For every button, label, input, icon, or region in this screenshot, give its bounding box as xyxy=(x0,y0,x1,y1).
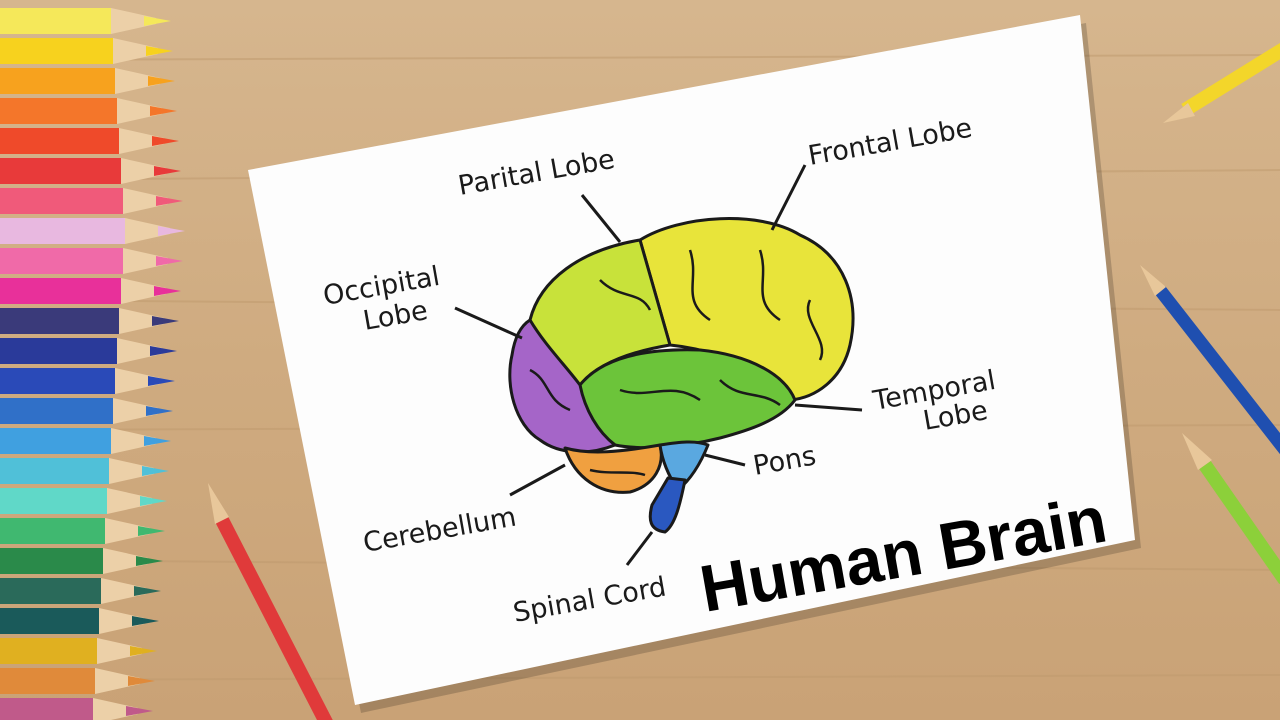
pencil-left xyxy=(0,698,153,720)
pencil-left xyxy=(0,548,163,574)
pencil-left xyxy=(0,98,177,124)
pencil-red xyxy=(208,483,333,720)
pencil-left xyxy=(0,398,173,424)
pencil-left xyxy=(0,248,183,274)
pencil-left xyxy=(0,428,171,454)
pencil-left xyxy=(0,128,179,154)
spinal-cord xyxy=(648,476,687,534)
pencil-left xyxy=(0,368,175,394)
pencil-left xyxy=(0,668,155,694)
brain-folds xyxy=(529,249,824,477)
pencil-left xyxy=(0,458,169,484)
pencil-left xyxy=(0,158,181,184)
cerebellum xyxy=(563,443,663,494)
pencil-left xyxy=(0,68,175,94)
pencil-stack-left xyxy=(0,8,185,720)
brain-drawing xyxy=(508,217,855,534)
pencil-left xyxy=(0,488,167,514)
label-pointers xyxy=(454,164,863,566)
pencil-left xyxy=(0,608,159,634)
pencil-left xyxy=(0,308,179,334)
pencil-blue xyxy=(1140,265,1280,455)
pencil-left xyxy=(0,518,165,544)
pencil-green xyxy=(1182,433,1280,584)
pencil-left xyxy=(0,638,157,664)
pencil-left xyxy=(0,218,185,244)
pencil-yellow xyxy=(1163,42,1280,123)
pencil-left xyxy=(0,278,181,304)
pencil-left xyxy=(0,8,171,34)
pencil-left xyxy=(0,338,177,364)
pencil-left xyxy=(0,578,161,604)
pencil-left xyxy=(0,38,173,64)
pencil-left xyxy=(0,188,183,214)
